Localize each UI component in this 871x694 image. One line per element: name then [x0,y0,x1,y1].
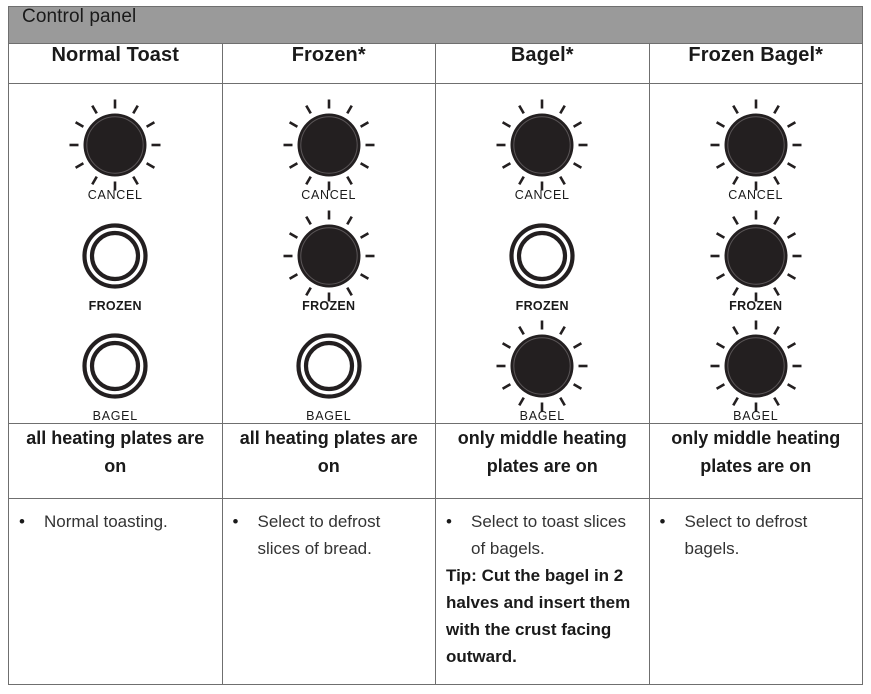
note-text: Select to toast slices of bagels. [471,511,626,558]
heating-status-cell: only middle heating plates are on [435,422,650,499]
notes-cell-frozen: • Select to defrost slices of bread. [221,497,436,685]
control-panel-figure: Control panel Normal Toast Frozen* Bagel… [0,6,871,694]
indicator-button-bagel[interactable]: BAGEL [281,318,377,423]
bullet-icon: • [232,511,239,531]
heating-status-row: all heating plates are on all heating pl… [8,422,863,499]
button-unlit-icon [67,208,163,304]
status-badge: all heating plates are on [26,427,205,476]
indicator-button-bagel[interactable]: BAGEL [494,318,590,423]
note-text: Select to defrost bagels. [684,511,808,558]
notes-cell-normal-toast: • Normal toasting. [8,497,223,685]
bullet-icon: • [19,511,25,531]
indicator-button-frozen[interactable]: FROZEN [494,208,590,313]
button-stack: CANCEL FROZEN BAGEL [223,84,436,423]
button-lit-icon [708,208,804,304]
button-unlit-icon [67,318,163,414]
tip-text: Tip: Cut the bagel in 2 halves and inser… [446,565,631,666]
indicator-button-frozen[interactable]: FROZEN [281,208,377,313]
button-stack-cell-normal-toast: CANCEL FROZEN BAGEL [8,83,223,424]
button-label: FROZEN [729,298,783,313]
note-text: Normal toasting. [44,511,168,531]
notes-cell-frozen-bagel: • Select to defrost bagels. [648,497,863,685]
note-body: Select to defrost bagels. [678,508,855,562]
column-header-row: Normal Toast Frozen* Bagel* Frozen Bagel… [8,43,863,84]
button-label: BAGEL [92,409,138,423]
note-body: Normal toasting. [37,508,214,535]
button-lit-icon [494,97,590,193]
button-lit-icon [708,97,804,193]
indicator-button-cancel[interactable]: CANCEL [708,97,804,202]
button-stack-cell-frozen-bagel: CANCEL FROZEN BAGEL [648,83,863,424]
button-stack-cell-bagel: CANCEL FROZEN BAGEL [435,83,650,424]
indicator-button-frozen[interactable]: FROZEN [708,208,804,313]
button-label: CANCEL [301,188,357,202]
column-header-bagel: Bagel* [435,43,650,84]
column-header-label: Bagel* [510,44,574,66]
column-header-label: Frozen Bagel* [688,44,824,66]
button-label: BAGEL [306,409,352,423]
status-badge: all heating plates are on [239,427,418,476]
indicator-button-cancel[interactable]: CANCEL [281,97,377,202]
indicator-button-cancel[interactable]: CANCEL [494,97,590,202]
button-label: CANCEL [87,188,143,202]
button-unlit-icon [494,208,590,304]
heating-status-cell: all heating plates are on [221,422,436,499]
button-unlit-icon [281,318,377,414]
button-lit-icon [281,97,377,193]
indicator-button-cancel[interactable]: CANCEL [67,97,163,202]
button-stack: CANCEL FROZEN BAGEL [650,84,863,423]
heating-status-cell: only middle heating plates are on [648,422,863,499]
column-header-normal-toast: Normal Toast [8,43,223,84]
page-title: Control panel [22,6,137,27]
indicator-button-bagel[interactable]: BAGEL [708,318,804,423]
button-stack-cell-frozen: CANCEL FROZEN BAGEL [221,83,436,424]
button-illustration-row: CANCEL FROZEN BAGEL CANCEL FROZEN BAGEL CANC… [8,83,863,424]
column-header-label: Normal Toast [51,44,180,66]
list-item: • Select to toast slices of bagels. [446,508,641,562]
indicator-button-frozen[interactable]: FROZEN [67,208,163,313]
control-panel-table: Control panel Normal Toast Frozen* Bagel… [8,6,863,685]
note-body: Select to toast slices of bagels. [464,508,641,562]
button-label: FROZEN [88,298,142,313]
button-lit-icon [281,208,377,304]
button-label: CANCEL [514,188,570,202]
title-row: Control panel [8,6,863,44]
column-header-label: Frozen* [291,44,366,66]
button-stack: CANCEL FROZEN BAGEL [436,84,649,423]
heating-status-cell: all heating plates are on [8,422,223,499]
bullet-icon: • [446,511,452,531]
button-stack: CANCEL FROZEN BAGEL [9,84,222,423]
list-item: • Select to defrost bagels. [660,508,855,562]
column-header-frozen-bagel: Frozen Bagel* [648,43,863,84]
button-lit-icon [708,318,804,414]
status-badge: only middle heating plates are on [457,427,627,476]
list-item: • Select to defrost slices of bread. [233,508,428,562]
button-label: FROZEN [302,298,356,313]
button-lit-icon [67,97,163,193]
notes-cell-bagel: • Select to toast slices of bagels. Tip:… [435,497,650,685]
button-label: FROZEN [515,298,569,313]
note-text: Select to defrost slices of bread. [257,511,381,558]
status-badge: only middle heating plates are on [671,427,841,476]
button-lit-icon [494,318,590,414]
button-label: BAGEL [519,409,565,423]
notes-row: • Normal toasting. • Select to defrost s… [8,497,863,685]
button-label: CANCEL [728,188,784,202]
note-body: Select to defrost slices of bread. [251,508,428,562]
list-item: • Normal toasting. [19,508,214,535]
column-header-frozen: Frozen* [221,43,436,84]
panel-title-cell: Control panel [8,6,863,44]
indicator-button-bagel[interactable]: BAGEL [67,318,163,423]
button-label: BAGEL [733,409,779,423]
bullet-icon: • [659,511,666,531]
